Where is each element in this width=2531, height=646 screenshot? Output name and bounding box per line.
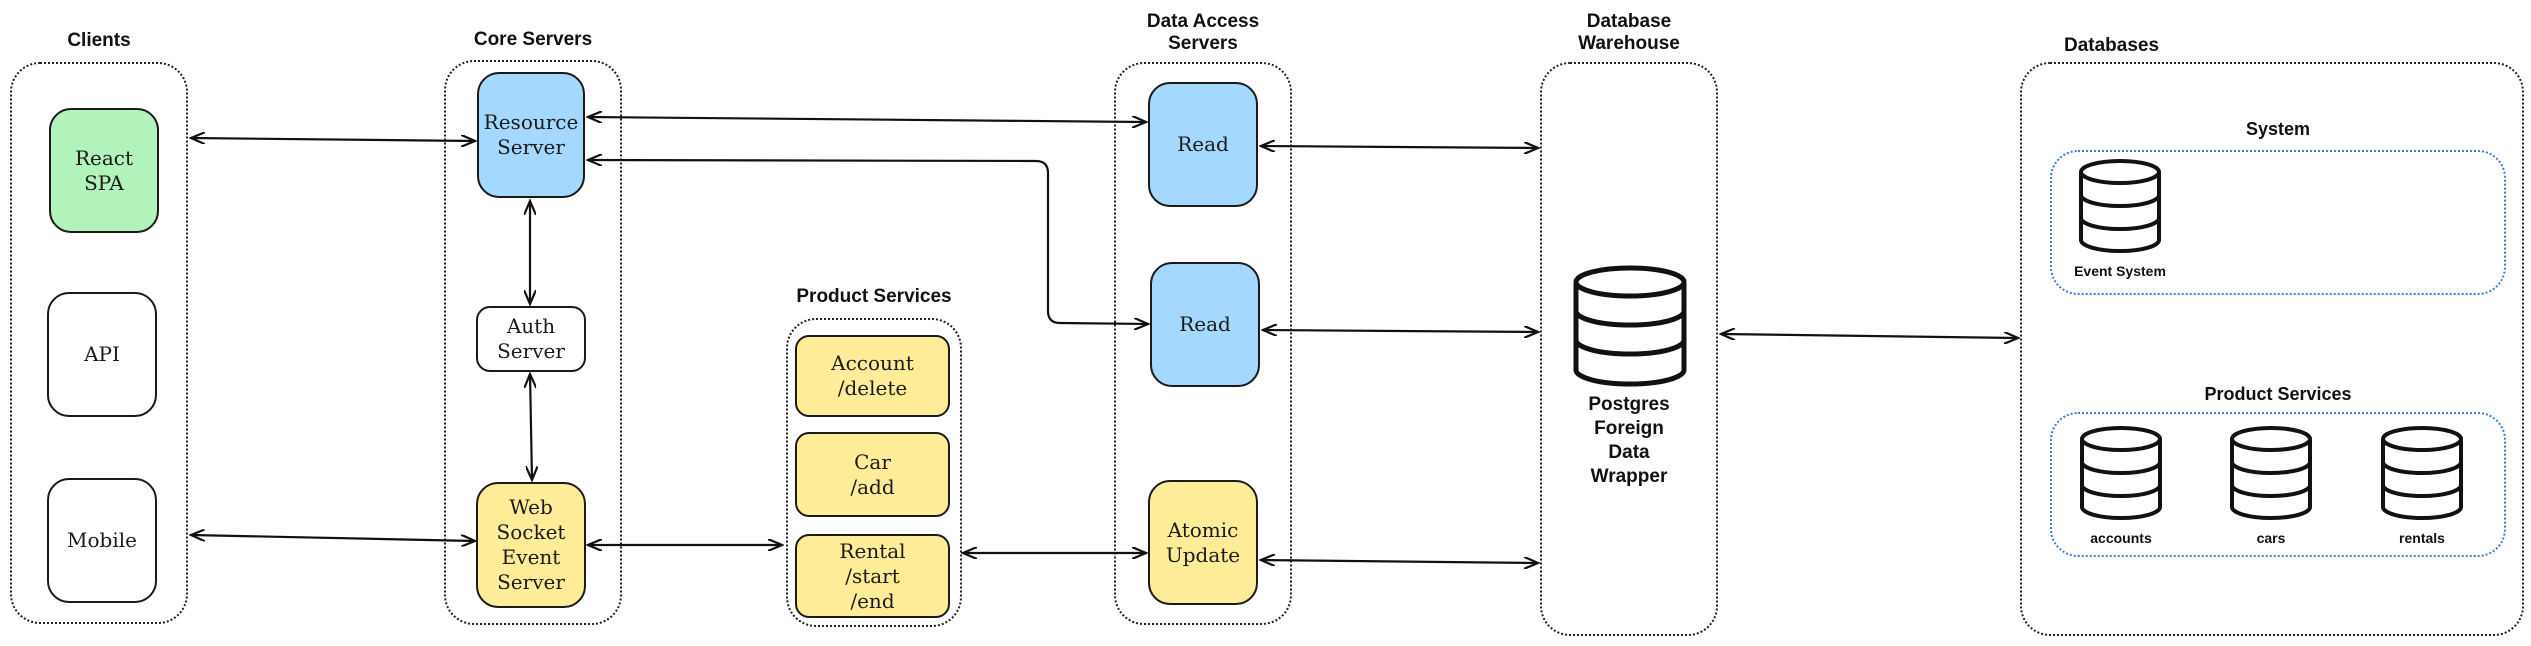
arrow-resource-read1	[588, 117, 1146, 122]
database-icon	[2381, 426, 2463, 520]
event-system-db-label: Event System	[2074, 263, 2166, 279]
database-icon	[1573, 265, 1687, 387]
arrow-read2-warehouse	[1263, 330, 1538, 332]
databases-group	[2020, 62, 2524, 636]
database-icon	[2079, 159, 2161, 253]
arrow-mobile-websocket	[191, 535, 475, 541]
core-servers-group	[444, 60, 622, 625]
resource-server-node[interactable]: Resource Server	[477, 72, 585, 198]
read-node-1[interactable]: Read	[1148, 82, 1258, 207]
react-spa-node[interactable]: React SPA	[49, 108, 159, 233]
core-servers-title: Core Servers	[473, 29, 593, 50]
database-warehouse-group	[1540, 62, 1718, 636]
read-node-2[interactable]: Read	[1150, 262, 1260, 387]
account-delete-node[interactable]: Account /delete	[795, 335, 950, 417]
data-access-servers-group	[1114, 62, 1292, 625]
clients-group	[10, 62, 188, 624]
websocket-server-node[interactable]: Web Socket Event Server	[476, 482, 586, 608]
arrow-auth-websocket	[530, 374, 532, 480]
databases-title: Databases	[2064, 35, 2160, 56]
cars-db-label: cars	[2256, 530, 2286, 546]
arrow-atomic-warehouse	[1261, 560, 1538, 563]
database-icon	[2080, 426, 2162, 520]
api-node[interactable]: API	[47, 292, 157, 417]
arrow-warehouse-databases	[1721, 334, 2018, 338]
atomic-update-node[interactable]: Atomic Update	[1148, 480, 1258, 605]
product-services-subgroup-title: Product Services	[2204, 384, 2352, 404]
arrow-read1-warehouse	[1261, 146, 1538, 148]
database-warehouse-title: Database Warehouse	[1578, 11, 1680, 54]
arrow-resource-read2	[588, 160, 1148, 324]
system-subgroup	[2050, 150, 2506, 295]
database-icon	[2230, 426, 2312, 520]
product-services-subgroup	[2050, 412, 2506, 557]
clients-title: Clients	[67, 30, 131, 51]
auth-server-node[interactable]: Auth Server	[476, 306, 586, 372]
rental-start-end-node[interactable]: Rental /start /end	[795, 534, 950, 618]
system-subgroup-title: System	[2245, 119, 2311, 139]
mobile-node[interactable]: Mobile	[47, 478, 157, 603]
accounts-db-label: accounts	[2090, 530, 2152, 546]
rentals-db-label: rentals	[2399, 530, 2445, 546]
car-add-node[interactable]: Car /add	[795, 432, 950, 517]
data-access-servers-title: Data Access Servers	[1146, 11, 1260, 54]
arrow-spa-resource	[191, 138, 475, 141]
postgres-fdw-label: Postgres Foreign Data Wrapper	[1588, 394, 1670, 487]
